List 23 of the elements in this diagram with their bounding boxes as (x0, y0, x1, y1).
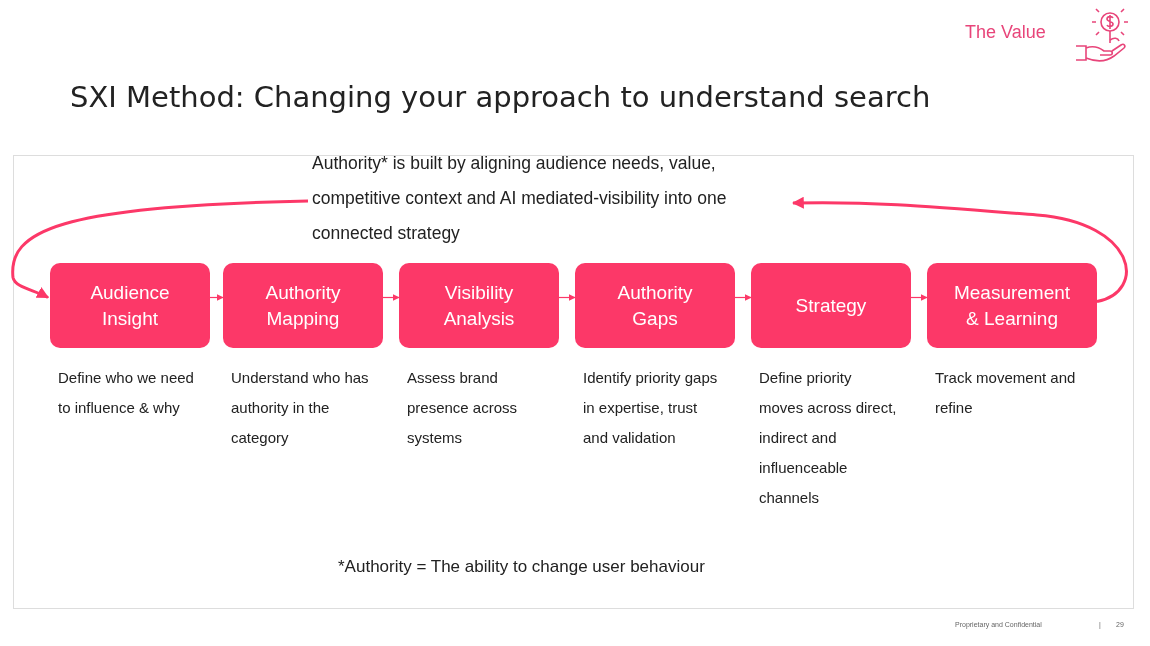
arrow (11, 199, 309, 299)
process-step-box: Strategy (751, 263, 911, 348)
process-step-box: Audience Insight (50, 263, 210, 348)
arrow (734, 293, 752, 302)
process-step-box: Visibility Analysis (399, 263, 559, 348)
arrow (209, 293, 224, 302)
step-description: Assess brand presence across systems (407, 368, 519, 448)
step-description: Define who we need to influence & why (58, 368, 195, 418)
arrow (791, 196, 1128, 303)
summary-text: Authority* is built by aligning audience needs, value, competitive context and AI mediated-visibility into one connected strategy (312, 152, 728, 245)
step-description: Track movement and refine (935, 368, 1077, 418)
process-step-box: Authority Mapping (223, 263, 383, 348)
process-step-box: Authority Gaps (575, 263, 735, 348)
arrow (910, 293, 928, 302)
footnote: *Authority = The ability to change user behaviour (338, 557, 705, 577)
step-description: Understand who has authority in the category (231, 368, 370, 448)
slide-title: SXI Method: Changing your approach to understand search (70, 80, 931, 114)
step-description: Identify priority gaps in expertise, trust and validation (583, 368, 719, 448)
arrow (382, 293, 400, 302)
step-description: Define priority moves across direct, indirect and influenceable channels (759, 368, 898, 508)
panel-heading: The Value (965, 22, 1046, 43)
process-step-box: Measurement & Learning (927, 263, 1097, 348)
arrow (558, 293, 576, 302)
